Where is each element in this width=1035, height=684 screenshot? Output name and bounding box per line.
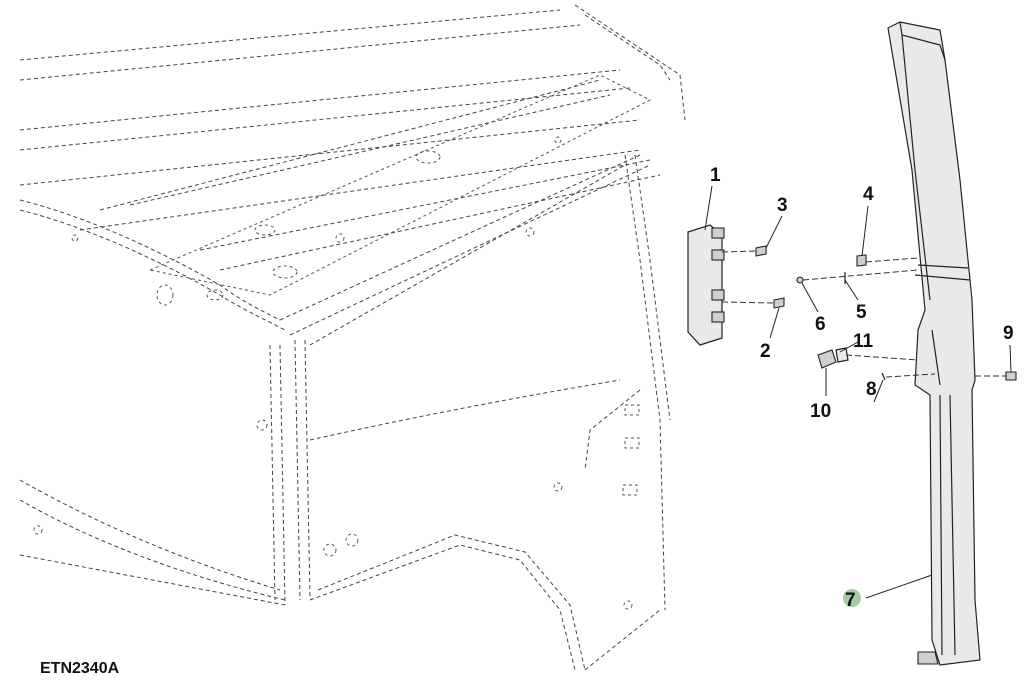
callout-4: 4 <box>863 184 874 205</box>
callout-7-highlight <box>843 589 861 607</box>
callout-11: 11 <box>853 331 874 352</box>
callout-5: 5 <box>856 302 867 323</box>
callout-3: 3 <box>777 195 788 216</box>
callout-6: 6 <box>815 314 826 335</box>
callout-9: 9 <box>1003 323 1014 344</box>
callout-7: 7 <box>845 590 856 611</box>
callout-1: 1 <box>710 165 721 186</box>
bracket-part-1 <box>687 224 725 346</box>
leader-lines <box>704 185 1012 599</box>
callout-10: 10 <box>810 401 831 422</box>
callout-2: 2 <box>760 341 771 362</box>
figure-id: ETN2340A <box>40 660 120 677</box>
cab-outline-ghost <box>19 4 686 671</box>
fasteners <box>721 245 1017 381</box>
callouts: 1 2 3 4 5 6 7 8 9 10 11 <box>710 165 1014 611</box>
pillar-trim-part-7 <box>887 21 981 666</box>
callout-8: 8 <box>866 379 877 400</box>
